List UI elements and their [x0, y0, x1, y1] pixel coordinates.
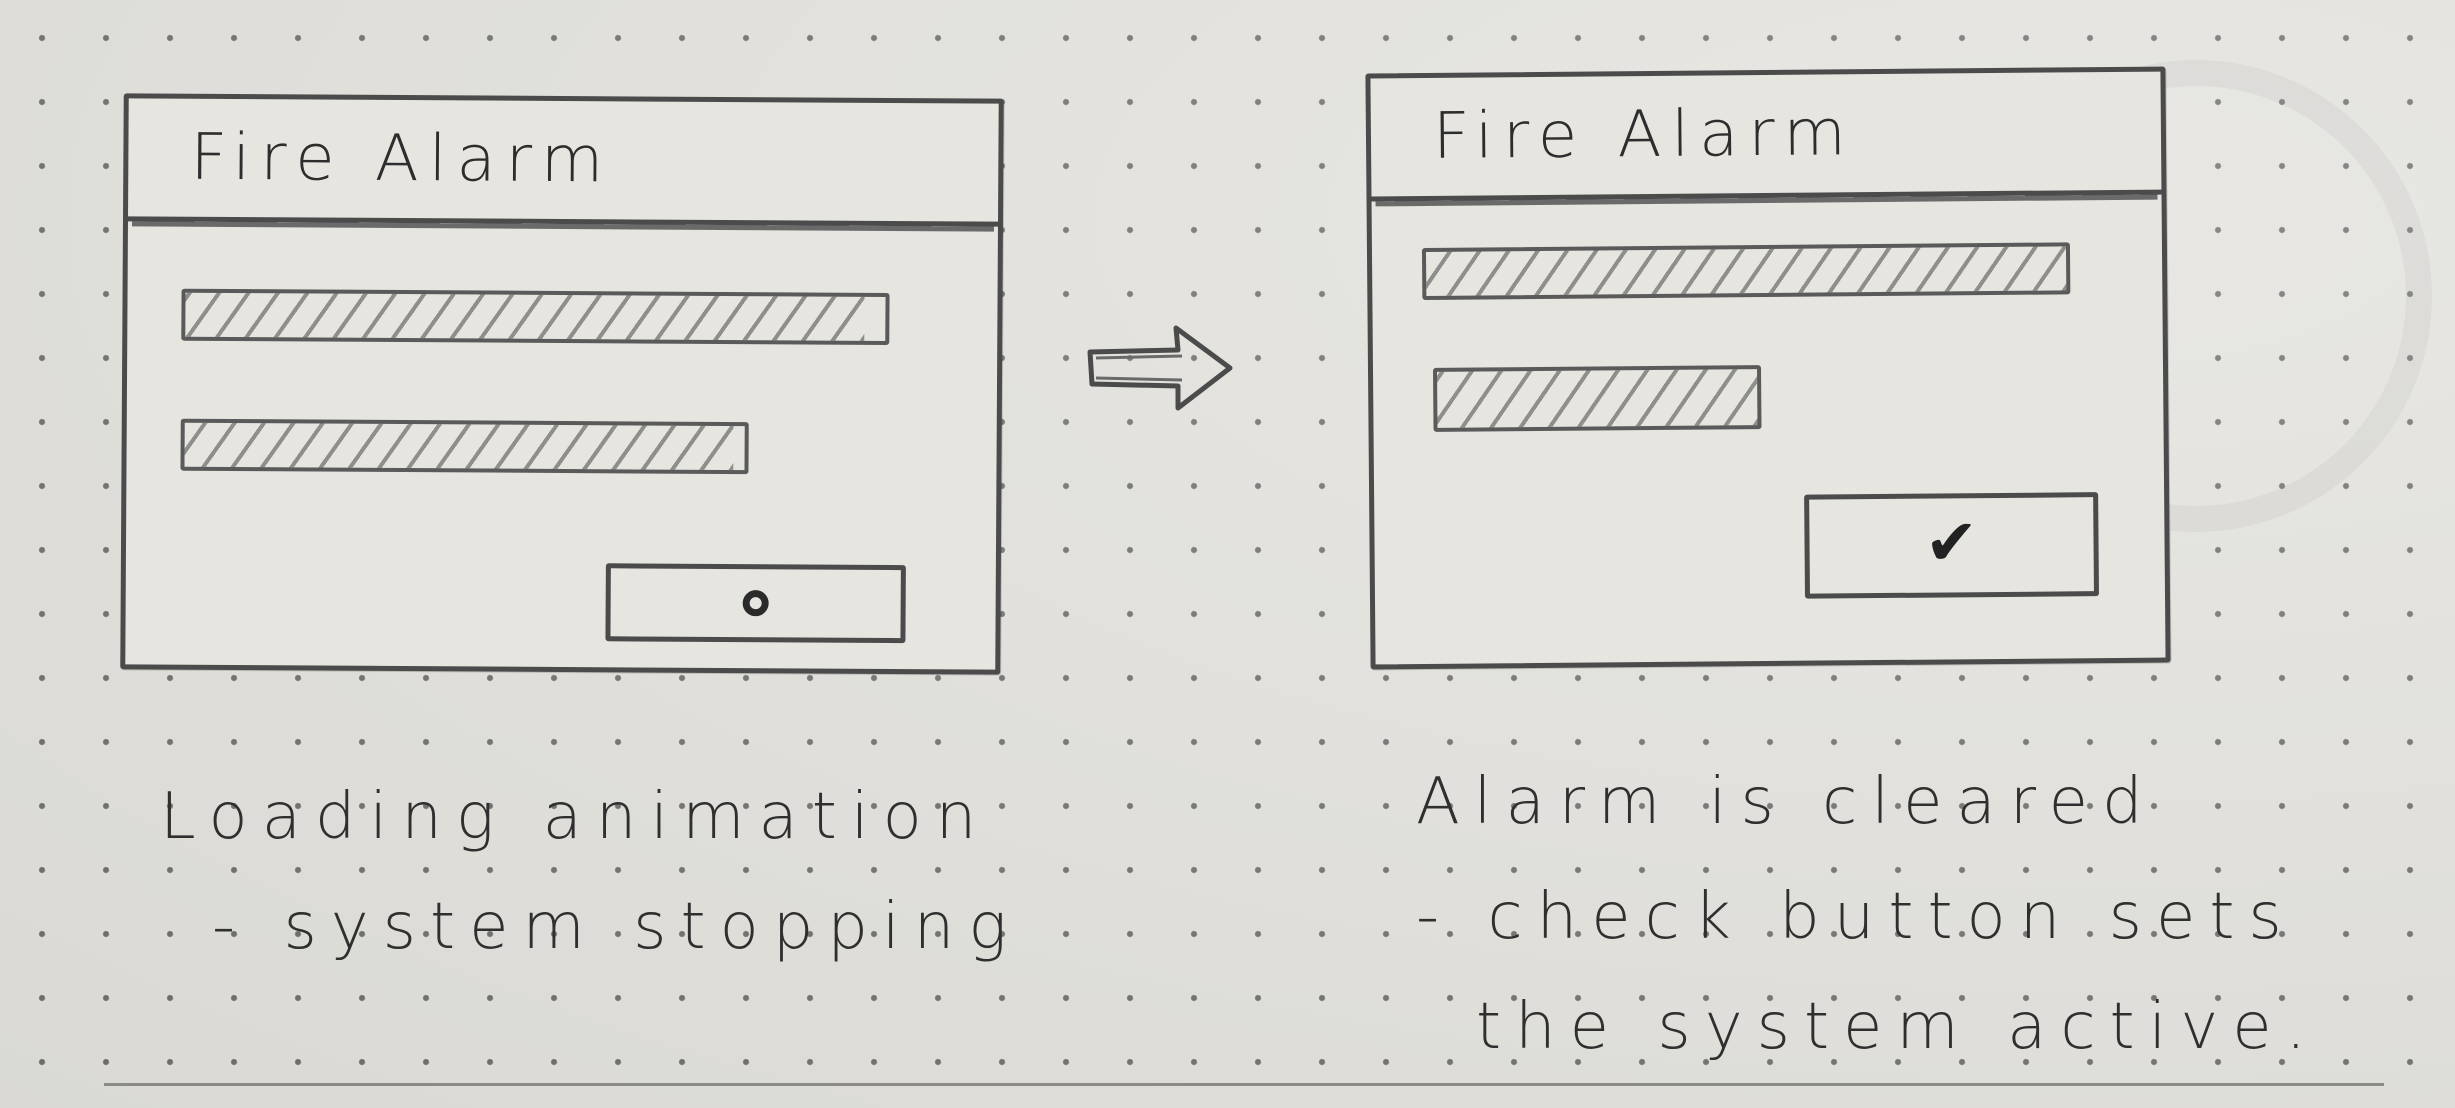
note-cleared-detail-2: the system active.	[1476, 990, 2320, 1064]
window-titlebar: Fire Alarm	[127, 98, 999, 227]
check-button[interactable]: ✔	[1804, 492, 2100, 599]
fire-alarm-window-cleared: Fire Alarm ✔	[1365, 66, 2171, 670]
loading-button[interactable]	[605, 563, 906, 644]
note-loading-title: Loading animation	[160, 780, 991, 854]
progress-bar-1	[1421, 242, 2071, 301]
window-title: Fire Alarm	[190, 120, 614, 198]
note-cleared-title: Alarm is cleared	[1416, 765, 2157, 839]
window-titlebar: Fire Alarm	[1370, 71, 2162, 202]
page-rule-line	[104, 1083, 2384, 1086]
checkmark-icon: ✔	[1924, 506, 1979, 581]
progress-bar-2	[1432, 365, 1762, 432]
progress-bar-1	[181, 288, 890, 345]
window-title: Fire Alarm	[1432, 96, 1857, 174]
right-arrow-icon	[1087, 325, 1233, 411]
loading-spinner-icon	[742, 590, 769, 617]
note-cleared-detail-1: - check button sets	[1416, 880, 2296, 954]
note-loading-detail: - system stopping	[212, 890, 1021, 964]
progress-bar-2	[180, 418, 749, 475]
fire-alarm-window-loading: Fire Alarm	[120, 93, 1004, 675]
